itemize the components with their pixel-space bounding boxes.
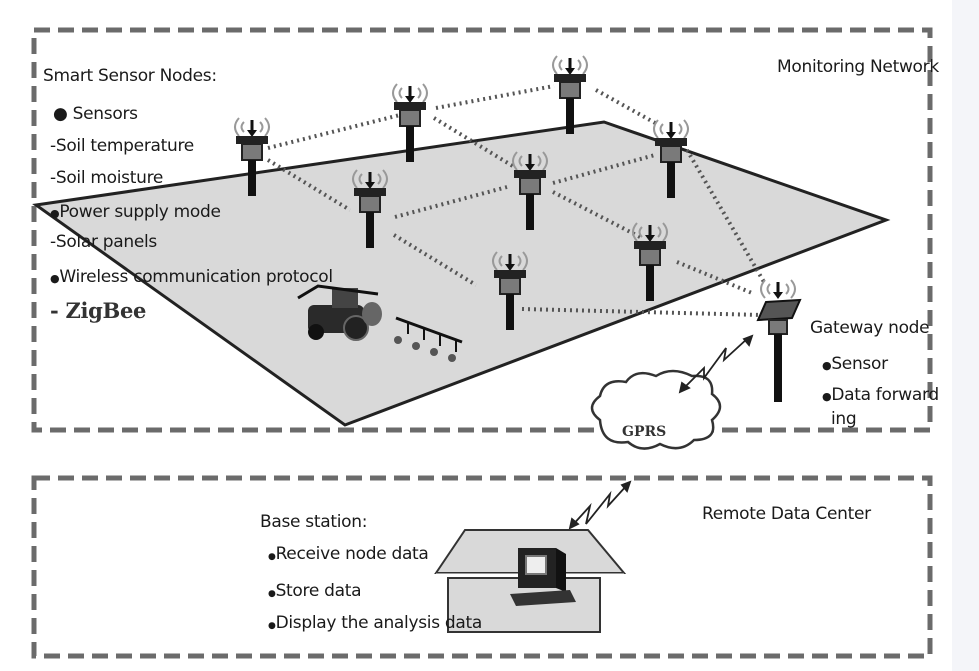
remote-data-center-title: Remote Data Center (702, 504, 871, 524)
list-item: -Soil temperature (50, 136, 194, 156)
list-item-text: Soil temperature (55, 136, 194, 156)
list-item-text: Power supply mode (59, 202, 221, 222)
sensor-node (551, 54, 589, 136)
bullet: ● (50, 272, 60, 285)
list-item: - ZigBee (50, 298, 146, 323)
list-item: ●Wireless communication protocol (50, 267, 333, 287)
list-item-text: Store data (275, 581, 362, 601)
bullet: ● (268, 589, 276, 599)
gateway-node (756, 279, 802, 402)
bullet: - (50, 232, 56, 252)
bullet: ● (50, 207, 60, 220)
list-item-text: Data forward (831, 385, 939, 405)
bullet: ● (822, 390, 832, 403)
smart-nodes-heading: Smart Sensor Nodes: (43, 66, 217, 86)
tractor-icon (297, 284, 463, 362)
bullet: ● (53, 104, 68, 124)
list-item: ● Sensors (53, 104, 138, 124)
list-item-text: Solar panels (55, 232, 157, 252)
list-item-text: Display the analysis data (275, 613, 483, 633)
list-item-text: Soil moisture (55, 168, 164, 188)
list-item-text: Sensor (831, 354, 888, 374)
list-item-text: Sensors (72, 104, 138, 124)
list-item: ●Sensor (822, 354, 888, 374)
list-item: ●Power supply mode (50, 202, 221, 222)
remote-data-center-boundary (31, 475, 933, 659)
list-item-text: ing (831, 409, 857, 429)
list-item: -Soil moisture (50, 168, 163, 188)
list-item-text: Receive node data (275, 544, 429, 564)
gateway-heading: Gateway node (810, 318, 930, 338)
wireless-link-gateway-gprs (678, 334, 754, 394)
base-station-heading: Base station: (260, 512, 368, 532)
bullet: ● (268, 621, 276, 631)
right-margin-strip (952, 0, 979, 671)
list-item: ●Data forward (822, 385, 939, 405)
bullet: - (50, 136, 56, 156)
mesh-links (266, 84, 766, 317)
list-item-text: Wireless communication protocol (59, 267, 333, 287)
monitoring-network-boundary (31, 27, 933, 433)
list-item: -Solar panels (50, 232, 157, 252)
wireless-link-gprs-base (568, 480, 632, 530)
gprs-cloud-icon (590, 369, 722, 450)
list-item: ●Receive node data (268, 544, 429, 564)
monitoring-network-title: Monitoring Network (777, 57, 939, 77)
computer-icon (510, 548, 576, 606)
bullet: - (50, 168, 56, 188)
list-item: ●Store data (268, 581, 362, 601)
gprs-label: GPRS (622, 424, 667, 440)
list-item-text: ZigBee (65, 298, 147, 323)
bullet: - (50, 298, 59, 323)
bullet: ● (822, 359, 832, 372)
bullet: ● (268, 552, 276, 562)
list-item: ●Display the analysis data (268, 613, 482, 633)
list-item: ing (831, 409, 857, 429)
